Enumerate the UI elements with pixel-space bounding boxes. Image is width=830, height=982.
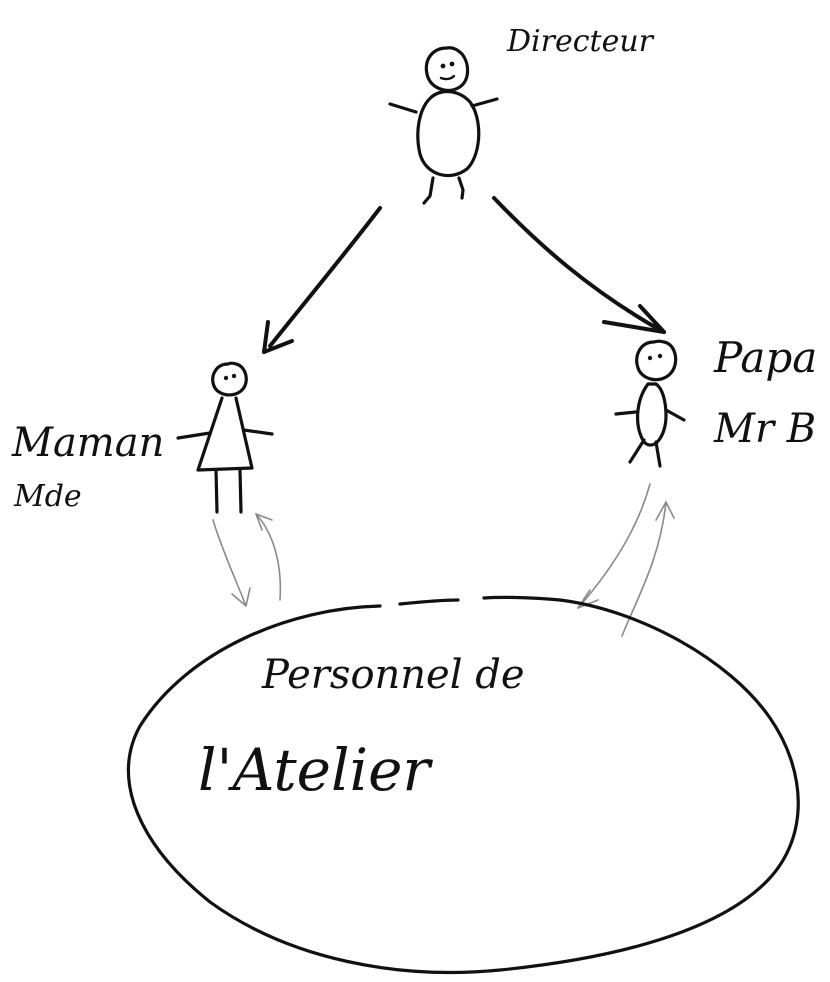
directeur-leg-left [422,176,435,205]
personnel-blob [126,595,800,975]
directeur-body [416,89,481,178]
papa-arms [614,408,686,422]
arrows-papa-personnel [577,483,675,637]
maman-head [211,361,248,397]
maman-label-line1: Maman [11,420,164,466]
papa-body [636,382,668,447]
papa-label-line2: Mr B [713,406,816,452]
directeur-label: Directeur [506,24,655,59]
maman-label-line2: Mde [13,479,82,514]
personnel-label-line1: Personnel de [261,652,525,698]
directeur-leg-right [457,176,465,200]
directeur-head [424,46,470,92]
personnel-label-line2: l'Atelier [198,736,433,804]
papa-head [635,339,678,382]
papa-label-line1: Papa [713,333,817,382]
arrows-maman-personnel [212,513,282,607]
papa-figure [614,339,686,468]
maman-figure [176,361,274,514]
directeur-figure [388,46,499,205]
maman-legs [214,468,243,514]
arrow-directeur-to-maman [262,206,382,354]
maman-arms [176,428,274,440]
arrow-directeur-to-papa [492,196,666,334]
papa-legs [628,438,662,468]
directeur-arm-left [388,102,418,114]
directeur-arm-right [470,97,499,108]
